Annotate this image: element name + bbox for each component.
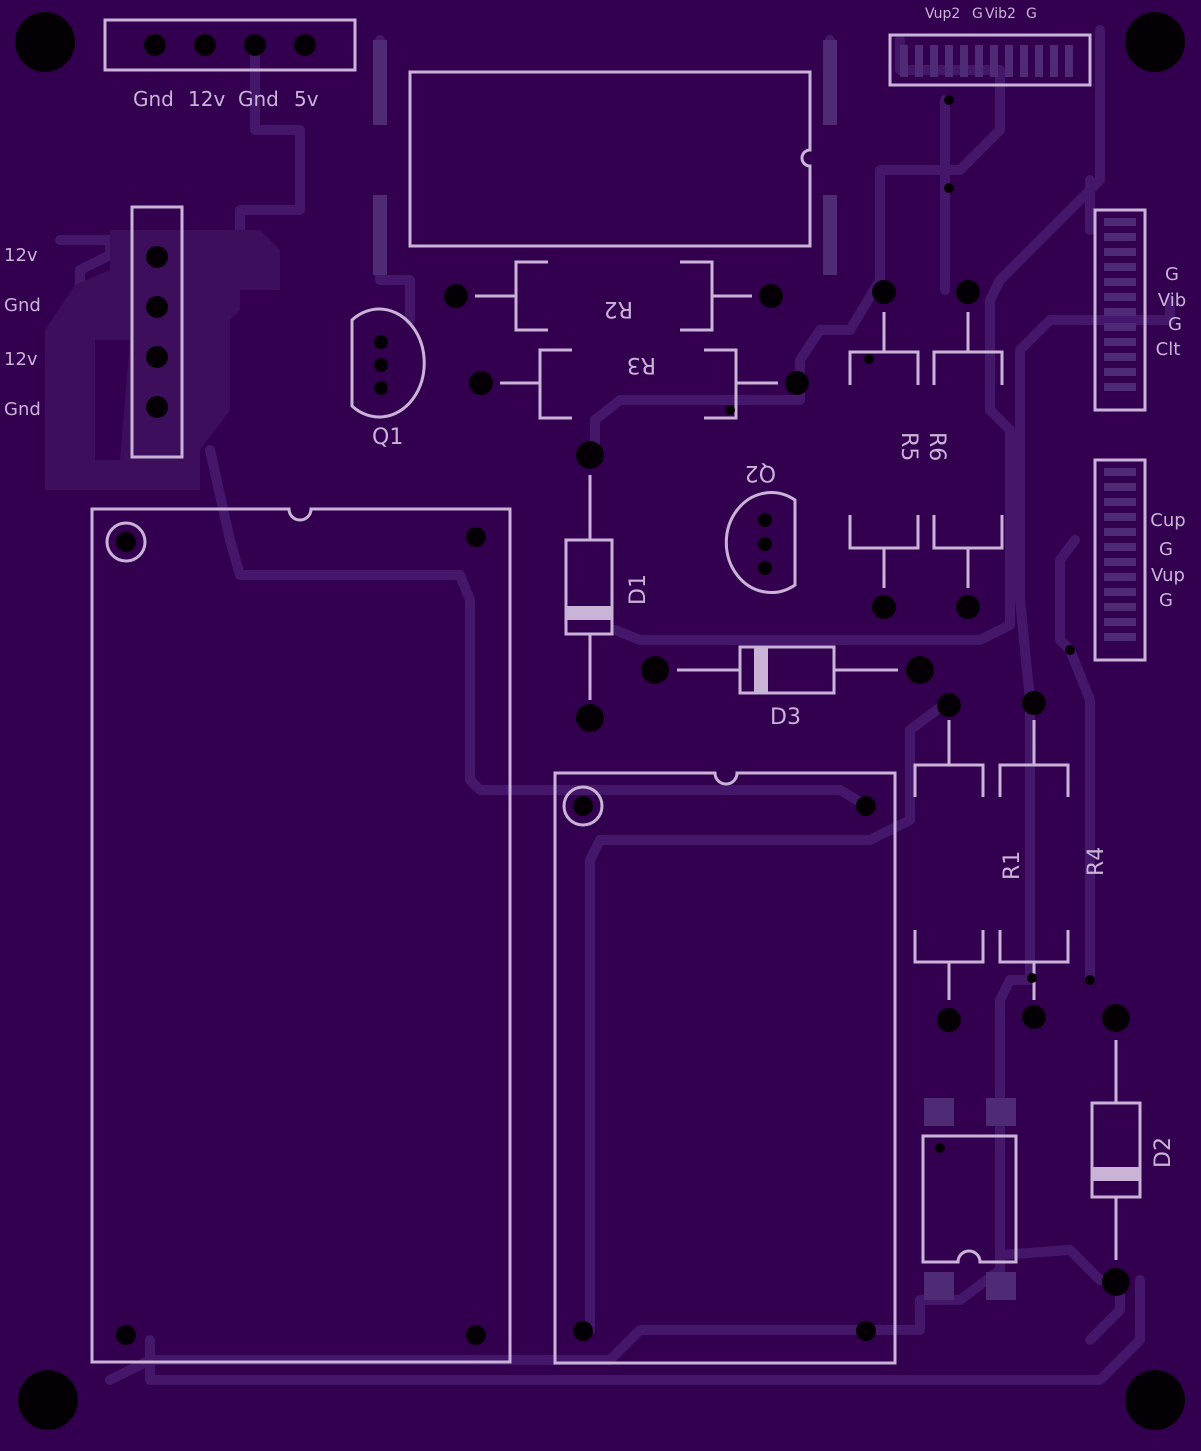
- mounting-hole-bottom-left: [18, 1370, 78, 1430]
- power-left-label-1: 12v: [4, 245, 38, 266]
- mounting-hole-top-right: [1125, 12, 1185, 72]
- copper-traces: [55, 25, 1175, 1385]
- right-header-upper-labels: G Vib G Clt: [1156, 264, 1187, 360]
- power-left-label-2: Gnd: [4, 295, 41, 316]
- power-header-left-outline: [130, 205, 184, 459]
- power-header-left-labels: 12v Gnd 12v Gnd: [4, 245, 41, 420]
- right-header-lower-outline: [1093, 458, 1147, 662]
- top-right-header-outline: [888, 33, 1092, 87]
- refdes-r4: R4: [1084, 847, 1109, 876]
- d2-cathode-band: [1092, 1167, 1140, 1181]
- right-upper-label-4: Clt: [1156, 339, 1181, 360]
- right-upper-label-3: G: [1168, 314, 1182, 335]
- smd-chip-outline: [921, 1134, 1018, 1264]
- refdes-r2: R2: [604, 296, 633, 321]
- top-right-label-4: G: [1026, 6, 1037, 22]
- q1-outline: [350, 307, 426, 419]
- reference-designators: Q1 Q2 R2 R3 R5 R6 D1 D3 R1 R4 D2: [372, 296, 1176, 1168]
- mounting-hole-top-left: [15, 12, 75, 72]
- pin1-rings: [105, 521, 604, 827]
- power-left-label-3: 12v: [4, 349, 38, 370]
- top-right-label-2: G: [972, 6, 983, 22]
- right-lower-label-2: G: [1159, 539, 1173, 560]
- refdes-r6: R6: [924, 432, 949, 461]
- top-right-header-labels: Vup2 G Vib2 G: [925, 6, 1037, 22]
- drill-holes: [116, 34, 1130, 1345]
- refdes-r3: R3: [627, 352, 656, 377]
- right-lower-label-4: G: [1159, 590, 1173, 611]
- power-header-top-outline: [103, 18, 357, 72]
- silkscreen-outlines: [90, 18, 1147, 1365]
- refdes-r1: R1: [1000, 851, 1025, 880]
- power-top-label-1: Gnd: [133, 87, 174, 111]
- header-pin-stripes: [373, 40, 1136, 1300]
- right-lower-label-3: Vup: [1151, 565, 1185, 586]
- ic-outline: [408, 70, 812, 248]
- power-top-label-3: Gnd: [238, 87, 279, 111]
- right-header-upper-outline: [1093, 208, 1147, 412]
- d1-cathode-band: [566, 606, 612, 620]
- refdes-q2: Q2: [745, 460, 776, 485]
- right-lower-label-1: Cup: [1150, 510, 1185, 531]
- q2-outline: [724, 491, 797, 594]
- right-header-lower-labels: Cup G Vup G: [1150, 510, 1185, 611]
- right-upper-label-1: G: [1165, 264, 1179, 285]
- top-right-label-3: Vib2: [985, 6, 1016, 22]
- power-top-label-2: 12v: [188, 87, 225, 111]
- power-top-label-4: 5v: [294, 87, 319, 111]
- refdes-q1: Q1: [372, 425, 403, 450]
- right-upper-label-2: Vib: [1158, 290, 1186, 311]
- module-large-outline: [90, 507, 512, 1364]
- mounting-hole-bottom-right: [1125, 1370, 1185, 1430]
- mounting-holes: [15, 12, 1185, 1430]
- refdes-r5: R5: [896, 432, 921, 461]
- refdes-d3: D3: [770, 705, 801, 730]
- power-header-top-labels: Gnd 12v Gnd 5v: [133, 87, 319, 111]
- d3-cathode-band: [754, 647, 768, 693]
- power-left-label-4: Gnd: [4, 399, 41, 420]
- top-right-label-1: Vup2: [925, 6, 960, 22]
- module-small-outline: [553, 771, 897, 1365]
- refdes-d2: D2: [1151, 1137, 1176, 1168]
- silkscreen-fills: [566, 606, 1140, 1181]
- refdes-d1: D1: [626, 574, 651, 605]
